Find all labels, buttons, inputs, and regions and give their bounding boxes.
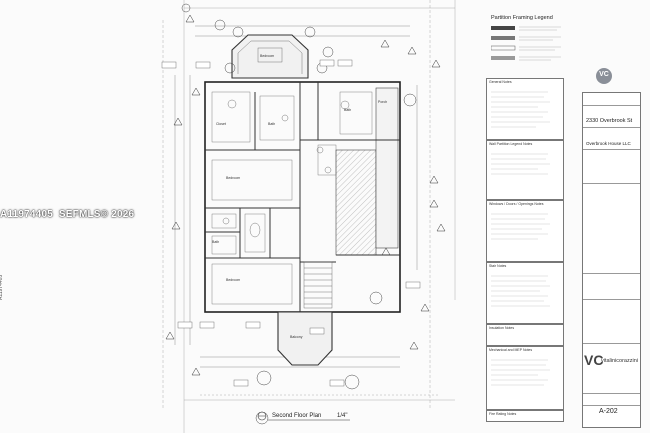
room-label: Bath xyxy=(344,108,352,112)
notes-column: General Notes Wall Partition Legend Note… xyxy=(486,78,564,422)
note-header: Insulation Notes xyxy=(489,326,515,330)
firm-logo-badge: VC xyxy=(596,68,612,84)
logo-initials: VC xyxy=(599,71,609,78)
legend-swatches xyxy=(491,26,561,61)
note-box: General Notes xyxy=(486,78,564,140)
note-header: Fire Rating Notes xyxy=(489,412,517,416)
plan-title: Second Floor Plan xyxy=(272,413,322,419)
note-box: Fire Rating Notes xyxy=(486,410,564,422)
firm-name: vitalinicorazzini xyxy=(601,358,638,364)
sheet-number: A-202 xyxy=(599,408,618,415)
note-box: Windows / Doors / Openings Notes xyxy=(486,200,564,262)
note-box: Mechanical and MEP Notes xyxy=(486,346,564,410)
firm-logo-mark: VC xyxy=(584,352,604,368)
room-label: Porch xyxy=(378,100,388,104)
mls-watermark: A11974405 SEFMLS© 2026 xyxy=(0,209,135,220)
note-box: Wall Partition Legend Notes xyxy=(486,140,564,200)
room-label: Bedroom xyxy=(226,278,241,282)
room-label: Closet xyxy=(216,122,226,126)
floor-plan-drawing xyxy=(161,0,456,433)
note-box: Insulation Notes xyxy=(486,324,564,346)
plan-scale: 1/4" xyxy=(337,413,348,419)
note-header: General Notes xyxy=(489,80,512,84)
title-block xyxy=(582,92,641,428)
note-box: Stair Notes xyxy=(486,262,564,324)
room-label: Bath xyxy=(212,240,220,244)
room-label: Bath xyxy=(268,122,276,126)
side-id-text: A11974405 xyxy=(0,274,4,300)
project-owner: Overbrook House LLC xyxy=(586,141,631,146)
project-address: 2330 Overbrook St xyxy=(586,118,633,124)
legend-title: Partition Framing Legend xyxy=(491,15,553,21)
note-header: Wall Partition Legend Notes xyxy=(489,142,533,146)
note-header: Mechanical and MEP Notes xyxy=(489,348,533,352)
room-label: Bedroom xyxy=(226,176,241,180)
note-header: Stair Notes xyxy=(489,264,507,268)
room-label: Balcony xyxy=(290,335,303,339)
notes-text-lines xyxy=(491,91,550,386)
room-label: Bedroom xyxy=(260,54,275,58)
note-header: Windows / Doors / Openings Notes xyxy=(489,202,544,206)
